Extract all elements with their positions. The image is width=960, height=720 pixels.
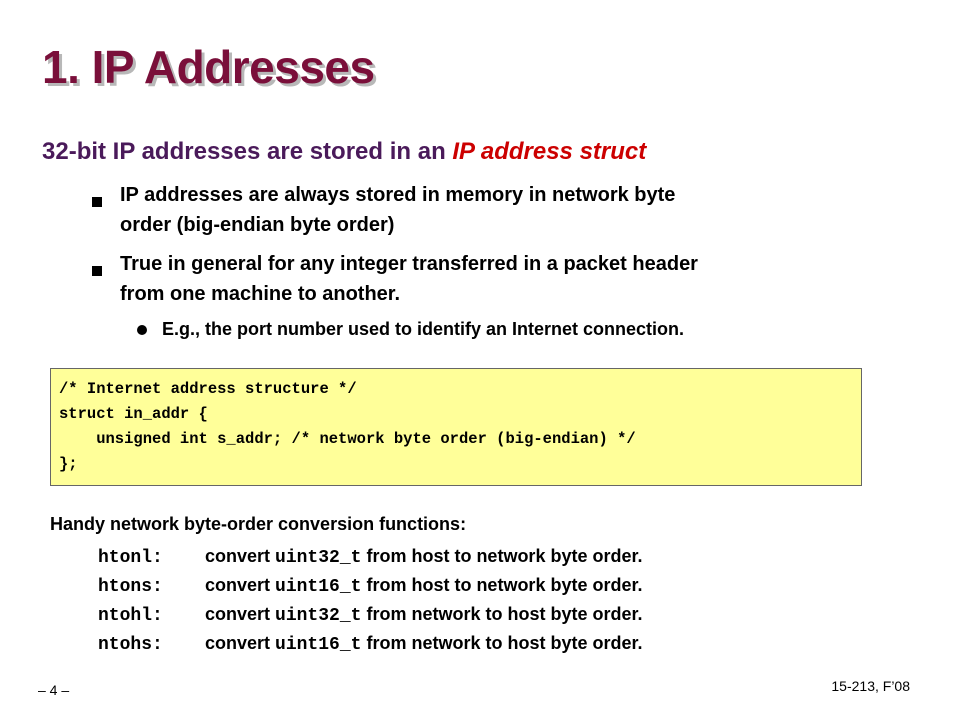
function-row: ntohs: convert uint16_t from network to … — [98, 633, 642, 663]
bullet-dot-icon — [137, 325, 147, 335]
function-type: uint32_t — [275, 606, 362, 626]
sub-bullet-port: E.g., the port number used to identify a… — [162, 319, 685, 339]
bullet-line: True in general for any integer transfer… — [120, 253, 698, 275]
code-block: /* Internet address structure */ struct … — [50, 368, 862, 486]
function-type: uint16_t — [275, 577, 362, 597]
function-desc: from network to host byte order. — [361, 633, 643, 653]
bullet-network-order: IP addresses are always stored in memory… — [120, 180, 910, 240]
bullet-line: from one machine to another. — [120, 283, 401, 305]
function-row: htons: convert uint16_t from host to net… — [98, 575, 642, 605]
function-type: uint16_t — [275, 635, 362, 655]
function-desc: from host to network byte order. — [361, 575, 643, 595]
code-line: }; — [59, 455, 78, 473]
main-point: 32-bit IP addresses are stored in an IP … — [42, 138, 646, 166]
bullet-square-icon — [92, 266, 102, 276]
function-name: ntohs: — [98, 635, 163, 655]
bullet-line: IP addresses are always stored in memory… — [120, 184, 676, 206]
code-line: /* Internet address structure */ — [59, 380, 357, 398]
slide-title: 1. IP Addresses — [42, 41, 375, 93]
function-verb: convert — [200, 633, 276, 653]
function-verb: convert — [200, 604, 276, 624]
course-label: 15-213, F’08 — [831, 678, 910, 694]
function-desc: from network to host byte order. — [361, 604, 643, 624]
bullet-line: order (big-endian byte order) — [120, 214, 395, 236]
bullet-integers: True in general for any integer transfer… — [120, 249, 910, 309]
function-row: ntohl: convert uint32_t from network to … — [98, 604, 642, 634]
code-line: unsigned int s_addr; /* network byte ord… — [59, 430, 636, 448]
functions-heading: Handy network byte-order conversion func… — [50, 514, 467, 534]
page-number: – 4 – — [38, 682, 70, 698]
function-verb: convert — [200, 575, 276, 595]
bullet-square-icon — [92, 197, 102, 207]
function-verb: convert — [200, 546, 276, 566]
main-point-emphasis: IP address struct — [452, 138, 647, 165]
code-line: struct in_addr { — [59, 405, 208, 423]
function-name: htons: — [98, 577, 163, 597]
main-point-text: 32-bit IP addresses are stored in an — [42, 138, 453, 165]
function-row: htonl: convert uint32_t from host to net… — [98, 546, 642, 576]
function-type: uint32_t — [275, 548, 362, 568]
function-name: ntohl: — [98, 606, 163, 626]
function-name: htonl: — [98, 548, 163, 568]
function-desc: from host to network byte order. — [361, 546, 643, 566]
